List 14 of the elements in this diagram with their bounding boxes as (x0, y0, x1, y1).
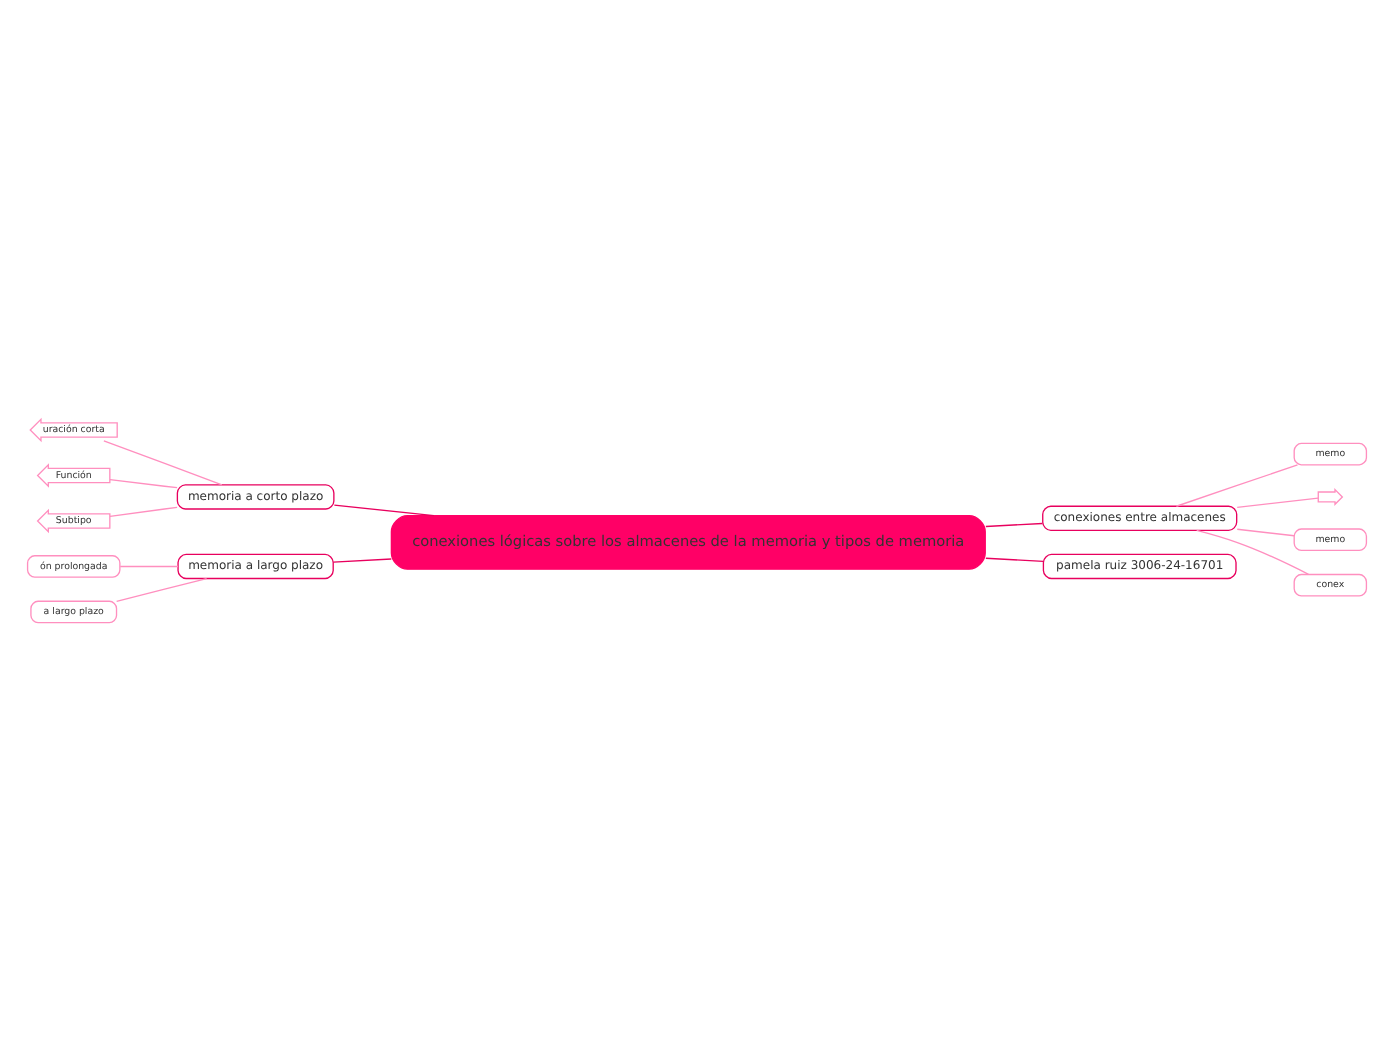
connector (332, 557, 392, 562)
connector (985, 521, 1044, 527)
connector (109, 505, 178, 516)
connector (1236, 527, 1295, 536)
connector (109, 478, 178, 488)
node-arrow (1317, 486, 1344, 505)
connector (985, 556, 1044, 562)
connector (115, 576, 208, 602)
connector (1196, 528, 1310, 575)
connector (103, 439, 223, 485)
connector (1175, 463, 1299, 506)
connector (119, 564, 179, 567)
connector (1236, 496, 1319, 508)
connector (333, 503, 435, 516)
